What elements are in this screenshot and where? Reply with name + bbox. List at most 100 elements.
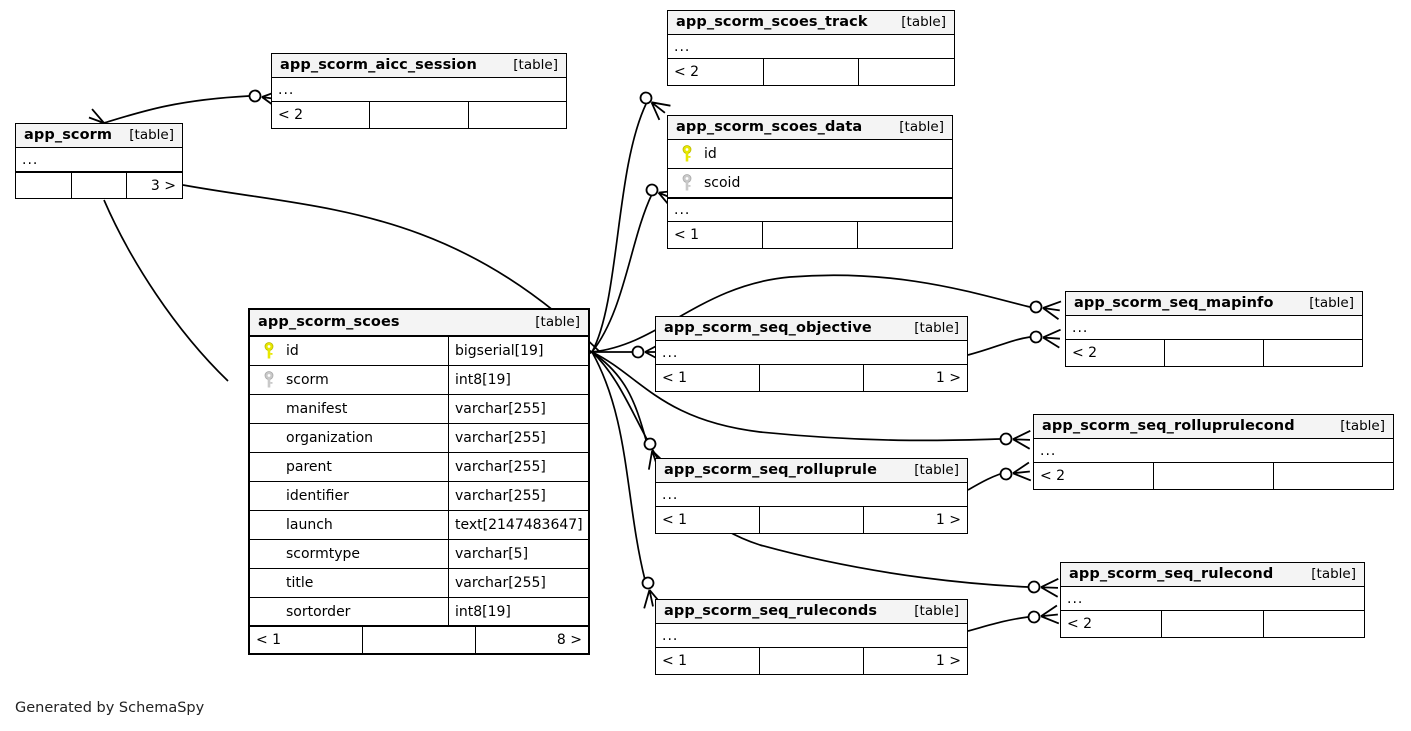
primary-key-icon (256, 342, 282, 360)
table-footer: < 1 1 > (656, 365, 967, 391)
footer-center (760, 648, 864, 674)
table-name: app_scorm_scoes_track (676, 14, 868, 30)
table-name: app_scorm_seq_mapinfo (1074, 295, 1274, 311)
table-row[interactable]: launch text[2147483647] (250, 511, 588, 540)
generated-by-caption: Generated by SchemaSpy (15, 700, 205, 716)
footer-left: < 1 (250, 627, 363, 653)
columns-collapsed-indicator: ... (656, 483, 967, 507)
column-cell: scoid (668, 174, 952, 192)
table-header: app_scorm_seq_rolluprule [table] (656, 459, 967, 483)
table-row[interactable]: sortorder int8[19] (250, 598, 588, 627)
table-app_scorm_seq_rolluprule[interactable]: app_scorm_seq_rolluprule [table] ... < 1… (655, 458, 968, 534)
column-name: title (286, 575, 314, 591)
column-type: bigserial[19] (448, 337, 588, 365)
table-tag: [table] (513, 57, 558, 73)
column-cell: scormtype (250, 546, 448, 562)
table-name: app_scorm_seq_rulecond (1069, 566, 1274, 582)
table-row[interactable]: organization varchar[255] (250, 424, 588, 453)
column-cell: identifier (250, 488, 448, 504)
column-type: varchar[5] (448, 540, 588, 568)
footer-center (72, 173, 128, 198)
column-name: parent (286, 459, 332, 475)
column-type: varchar[255] (448, 453, 588, 481)
table-tag: [table] (914, 320, 959, 336)
table-name: app_scorm_seq_objective (664, 320, 872, 336)
table-app_scorm_seq_mapinfo[interactable]: app_scorm_seq_mapinfo [table] ... < 2 (1065, 291, 1363, 367)
footer-right: 1 > (935, 512, 961, 528)
table-app_scorm_aicc_session[interactable]: app_scorm_aicc_session [table] ... < 2 (271, 53, 567, 129)
footer-center (760, 365, 864, 391)
column-name: identifier (286, 488, 349, 504)
table-tag: [table] (901, 14, 946, 30)
footer-left: < 1 (668, 222, 763, 248)
table-name: app_scorm_aicc_session (280, 57, 477, 73)
table-header: app_scorm [table] (16, 124, 182, 148)
table-app_scorm_scoes[interactable]: app_scorm_scoes [table] id bigserial[19] (248, 308, 590, 655)
column-name: organization (286, 430, 374, 446)
footer-right (1264, 611, 1364, 637)
table-app_scorm_scoes_track[interactable]: app_scorm_scoes_track [table] ... < 2 (667, 10, 955, 86)
columns-collapsed-indicator: ... (1061, 587, 1364, 611)
column-cell: title (250, 575, 448, 591)
table-app_scorm_scoes_data[interactable]: app_scorm_scoes_data [table] id (667, 115, 953, 249)
footer-center (1154, 463, 1274, 489)
table-header: app_scorm_seq_ruleconds [table] (656, 600, 967, 624)
table-row[interactable]: id bigserial[19] (250, 337, 588, 366)
footer-left: < 2 (668, 59, 764, 85)
table-header: app_scorm_seq_mapinfo [table] (1066, 292, 1362, 316)
table-footer: < 1 (668, 222, 952, 248)
footer-left: < 2 (1061, 611, 1163, 637)
footer-center (764, 59, 860, 85)
table-app_scorm_seq_rolluprulecond[interactable]: app_scorm_seq_rolluprulecond [table] ...… (1033, 414, 1394, 490)
table-footer: < 2 (272, 102, 566, 128)
column-cell: manifest (250, 401, 448, 417)
table-tag: [table] (129, 127, 174, 143)
table-name: app_scorm_seq_rolluprulecond (1042, 418, 1295, 434)
column-type: varchar[255] (448, 395, 588, 423)
table-name: app_scorm_seq_rolluprule (664, 462, 878, 478)
table-row[interactable]: id (668, 140, 952, 169)
column-name: manifest (286, 401, 348, 417)
table-footer: < 2 (1034, 463, 1393, 489)
footer-center (370, 102, 469, 128)
footer-left: < 2 (1034, 463, 1154, 489)
table-row[interactable]: scorm int8[19] (250, 366, 588, 395)
footer-right: 3 > (150, 177, 177, 194)
column-name: sortorder (286, 603, 351, 620)
table-footer: < 1 1 > (656, 648, 967, 674)
table-app_scorm_seq_objective[interactable]: app_scorm_seq_objective [table] ... < 1 … (655, 316, 968, 392)
column-type: varchar[255] (448, 482, 588, 510)
table-footer: < 2 (1061, 611, 1364, 637)
footer-center (1162, 611, 1264, 637)
table-row[interactable]: parent varchar[255] (250, 453, 588, 482)
table-header: app_scorm_seq_rulecond [table] (1061, 563, 1364, 587)
table-row[interactable]: scormtype varchar[5] (250, 540, 588, 569)
footer-left: < 1 (656, 365, 760, 391)
table-row[interactable]: manifest varchar[255] (250, 395, 588, 424)
column-cell: organization (250, 430, 448, 446)
table-header: app_scorm_scoes_data [table] (668, 116, 952, 140)
primary-key-icon (674, 145, 700, 163)
columns-collapsed-indicator: ... (668, 198, 952, 222)
table-name: app_scorm_seq_ruleconds (664, 603, 878, 619)
table-row[interactable]: identifier varchar[255] (250, 482, 588, 511)
table-row[interactable]: scoid (668, 169, 952, 198)
column-name: id (704, 146, 717, 162)
column-name: launch (286, 517, 333, 533)
table-header: app_scorm_scoes [table] (250, 310, 588, 337)
table-header: app_scorm_aicc_session [table] (272, 54, 566, 78)
columns-collapsed-indicator: ... (1034, 439, 1393, 463)
table-app_scorm_seq_rulecond[interactable]: app_scorm_seq_rulecond [table] ... < 2 (1060, 562, 1365, 638)
table-row[interactable]: title varchar[255] (250, 569, 588, 598)
table-name: app_scorm (24, 127, 113, 143)
footer-left: < 1 (656, 648, 760, 674)
footer-right: 1 > (935, 370, 961, 386)
table-footer: < 1 1 > (656, 507, 967, 533)
table-tag: [table] (914, 462, 959, 478)
table-app_scorm_seq_ruleconds[interactable]: app_scorm_seq_ruleconds [table] ... < 1 … (655, 599, 968, 675)
column-cell: launch (250, 517, 448, 533)
column-name: scorm (286, 372, 329, 388)
column-name: scoid (704, 175, 741, 191)
table-app_scorm[interactable]: app_scorm [table] ... 3 > (15, 123, 183, 199)
